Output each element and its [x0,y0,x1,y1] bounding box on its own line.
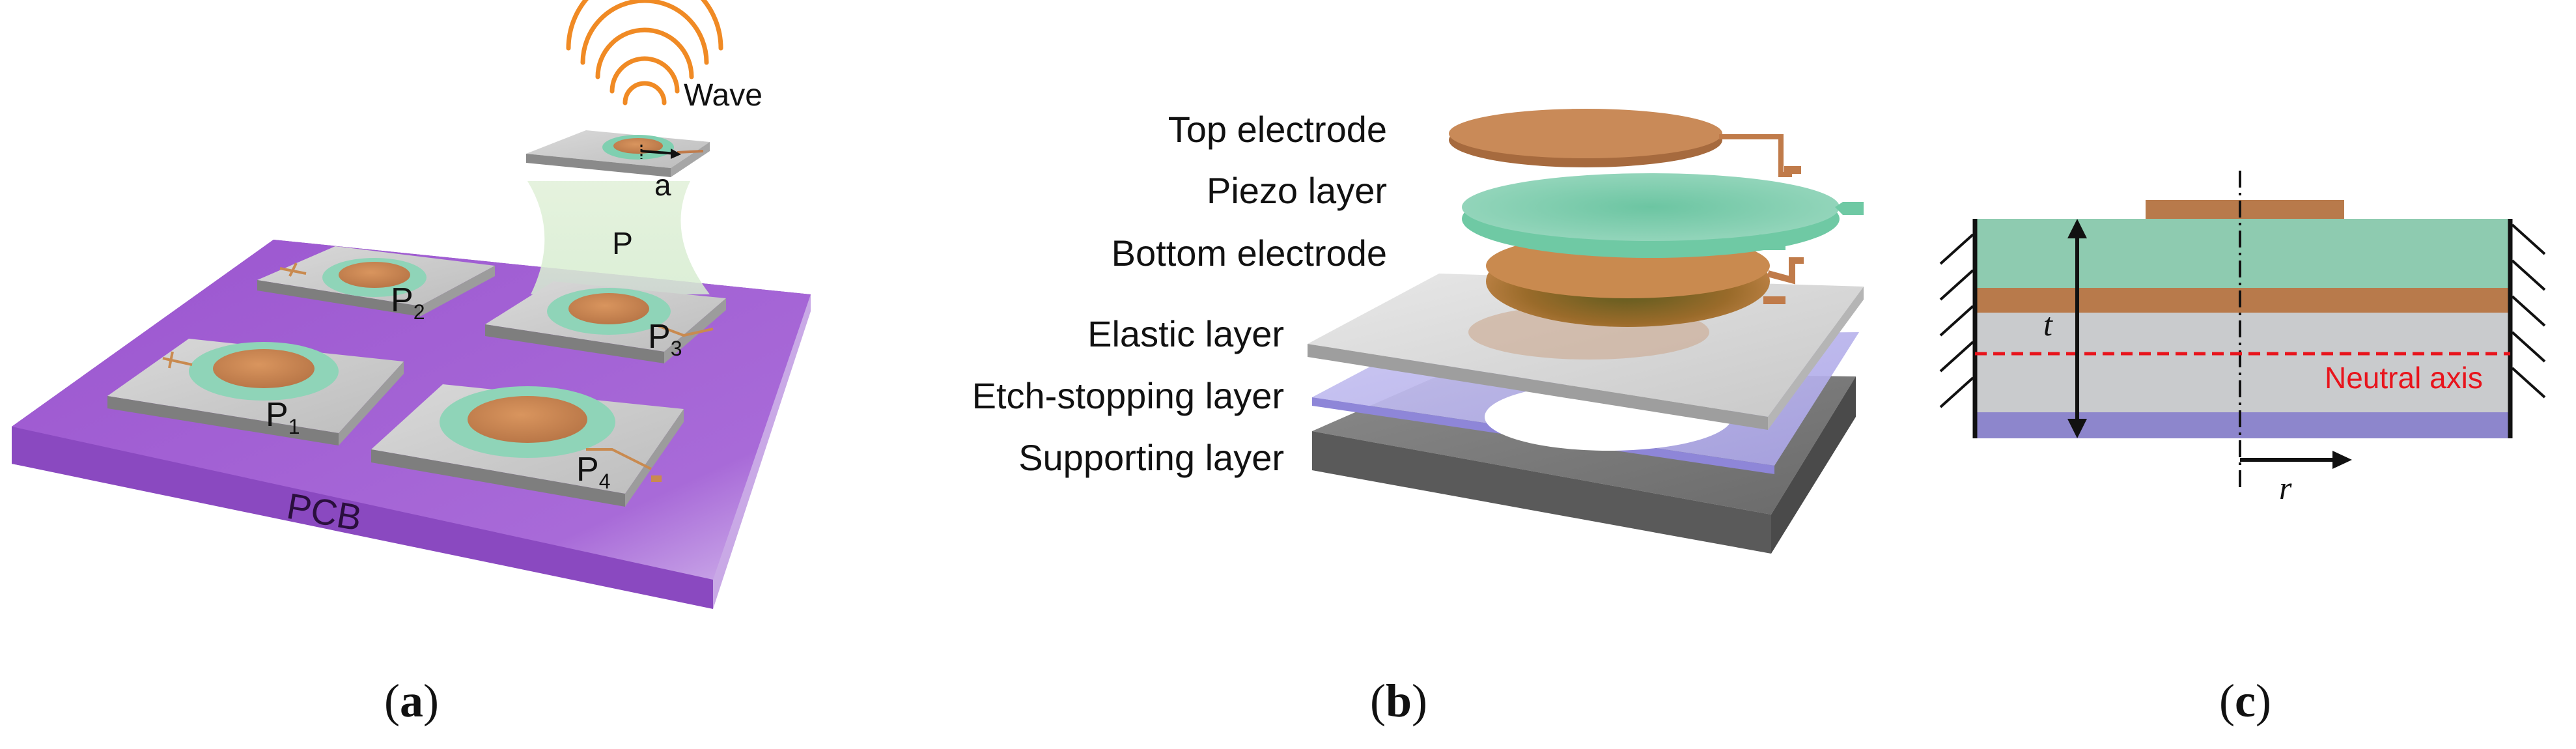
pixel-chip-p2 [257,246,495,317]
caption-c: (c) [2219,675,2271,727]
bottom-electrode-cross-section [1975,288,2510,313]
thickness-label: t [2043,306,2053,343]
pixel-label-p2-base: P [391,281,413,319]
pixel-label-p1-sub: 1 [288,415,300,438]
acoustic-beam [527,181,710,294]
beam-label: P [612,227,633,261]
etch-stop-layer-cross-section [1975,412,2510,438]
pixel-label-p4-base: P [576,451,599,488]
layer-label-etch-stopping: Etch-stopping layer [972,375,1284,416]
thickness-arrow-head-top [2067,219,2087,238]
pixel-label-p2: P2 [391,281,425,324]
pixel-label-p3: P3 [648,318,682,360]
layer-label-top-electrode: Top electrode [1168,109,1387,150]
layer-label-supporting: Supporting layer [1018,437,1284,478]
pixel-label-p3-sub: 3 [671,337,682,360]
neutral-axis-label: Neutral axis [2325,361,2483,395]
caption-b: (b) [1370,675,1427,727]
layer-label-bottom-electrode: Bottom electrode [1112,233,1387,274]
thickness-arrow-head-bottom [2067,419,2087,438]
elastic-layer-cross-section [1975,313,2510,412]
pixel-label-p4-sub: 4 [599,470,611,493]
radial-arrow-head [2332,451,2352,469]
floating-transducer-chip [526,130,710,177]
left-clamp-hatch [1939,233,1974,408]
pixel-label-p3-base: P [648,318,671,356]
panel-a: Wave a P [12,0,811,727]
wave-icon [566,0,723,106]
radial-label: r [2279,470,2292,506]
piezo-layer-shape [1462,173,1864,258]
pixel-chip-p3 [485,281,726,363]
top-electrode-shape [1449,109,1801,177]
wave-label: Wave [684,78,763,113]
piezo-layer-cross-section [1975,219,2510,288]
top-electrode-cross-section [2146,200,2344,219]
pixel-chip-p4 [371,384,684,507]
pixel-label-p1: P1 [266,396,300,438]
panel-c: Neutral axis t r (c) [1939,171,2546,727]
pixel-label-p4: P4 [576,451,610,493]
pixel-label-p2-sub: 2 [413,300,425,324]
caption-c-letter: c [2235,675,2256,727]
panel-b: Top electrode Piezo layer Bottom electro… [972,109,1864,727]
caption-a-letter: a [400,675,423,727]
layer-label-elastic: Elastic layer [1087,313,1284,354]
pixel-chip-p1 [107,339,404,445]
layer-label-piezo: Piezo layer [1207,170,1387,211]
right-clamp-hatch [2511,223,2546,399]
pixel-label-p1-base: P [266,396,288,434]
caption-b-letter: b [1386,675,1412,727]
dimension-label-a: a [654,168,671,202]
caption-a: (a) [384,675,439,727]
